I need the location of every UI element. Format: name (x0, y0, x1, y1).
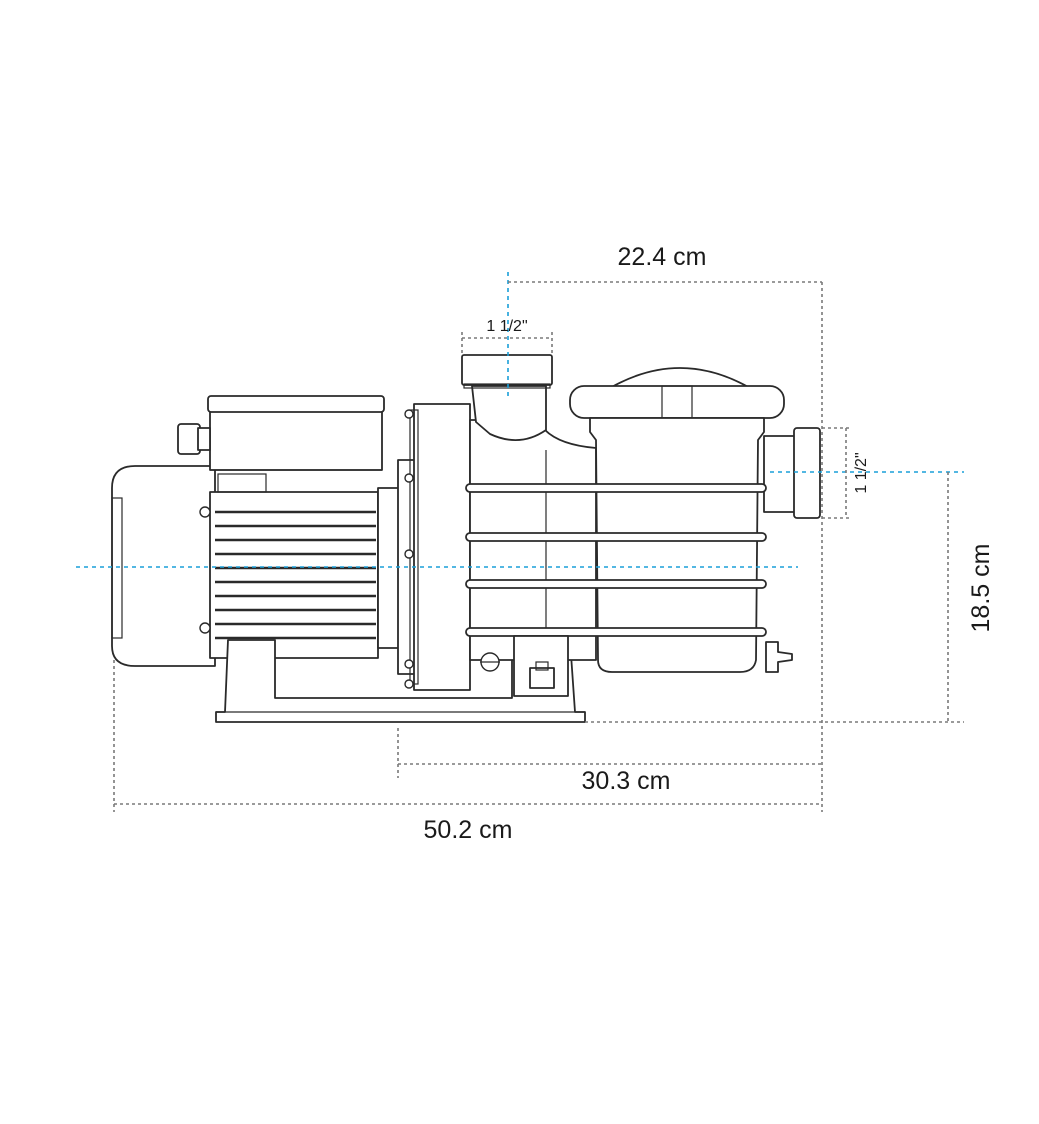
drain-plug (765, 641, 793, 673)
dimension-base-to-outlet (397, 728, 822, 778)
pump-foot-nut (529, 667, 555, 689)
label-top-width: 22.4 cm (618, 243, 707, 271)
motor-body (209, 491, 379, 659)
terminal-box (209, 409, 383, 471)
motor-screw-top (199, 506, 211, 518)
strainer-lid (609, 367, 751, 389)
motor-screw-bottom (199, 622, 211, 634)
dimension-overall-length (113, 660, 822, 812)
motor-end-cap-rim (111, 497, 123, 639)
label-overall-length: 50.2 cm (424, 816, 513, 844)
dimension-outlet-side (822, 427, 850, 519)
seal-plate-flange (413, 403, 471, 691)
cable-gland (177, 423, 201, 455)
dimension-top-width (508, 281, 823, 812)
terminal-box-lid (207, 395, 385, 413)
strainer-pot (589, 417, 765, 673)
inlet-union-top (461, 354, 553, 386)
inlet-neck (471, 385, 547, 441)
label-outlet-side: 1 1/2" (853, 452, 870, 493)
outlet-neck (763, 435, 799, 513)
label-base-to-outlet: 30.3 cm (582, 767, 671, 795)
pump-head (404, 354, 821, 697)
motor-cooling-fins (215, 510, 376, 640)
dimension-inlet-top (461, 332, 553, 354)
tie-rods (465, 483, 767, 637)
label-inlet-top: 1 1/2" (486, 318, 527, 335)
motor-end-cap (111, 465, 216, 667)
terminal-box-label-plate (217, 473, 267, 493)
label-height: 18.5 cm (967, 544, 995, 633)
pump-motor (111, 395, 586, 723)
strainer-lid-ring (569, 385, 785, 419)
outlet-union-side (793, 427, 821, 519)
